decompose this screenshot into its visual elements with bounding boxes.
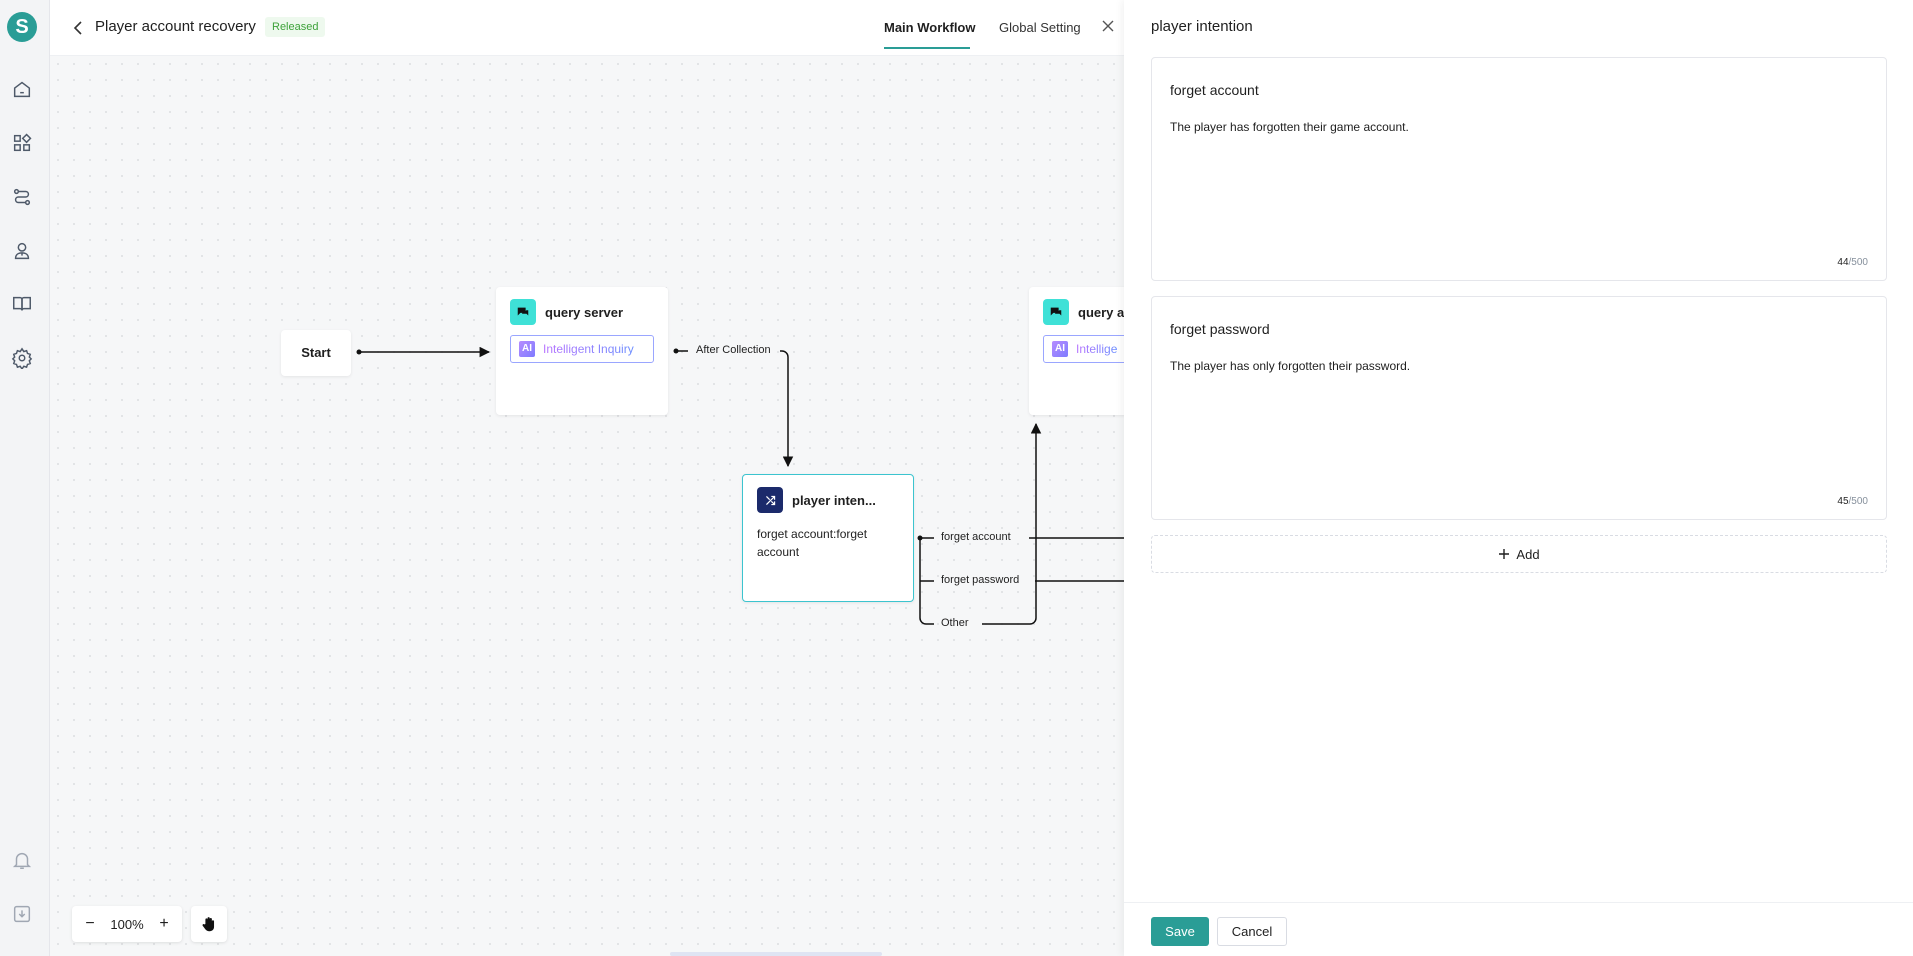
page-title: Player account recovery: [95, 18, 256, 35]
tag-label: Intellige: [1076, 342, 1118, 356]
close-icon[interactable]: [1100, 18, 1116, 34]
intent-name[interactable]: forget password: [1170, 321, 1270, 337]
add-intent-button[interactable]: Add: [1151, 535, 1887, 573]
apps-icon[interactable]: [11, 132, 33, 154]
sidebar: S: [0, 0, 50, 956]
edge-label-other: Other: [939, 617, 971, 629]
zoom-level: 100%: [110, 916, 144, 932]
edge-label-forget-account: forget account: [939, 531, 1013, 543]
chat-icon: [1043, 299, 1069, 325]
bell-icon[interactable]: [11, 849, 33, 871]
branch-icon: [757, 487, 783, 513]
workflow-icon[interactable]: [11, 186, 33, 208]
agent-icon[interactable]: [11, 240, 33, 262]
intelligent-inquiry-tag: AI Intelligent Inquiry: [510, 335, 654, 363]
intelligent-inquiry-tag: AI Intellige: [1043, 335, 1124, 363]
intent-drawer: player intention forget account The play…: [1124, 0, 1913, 956]
intent-card[interactable]: forget account The player has forgotten …: [1151, 57, 1887, 281]
query-a-node[interactable]: query a AI Intellige: [1029, 287, 1124, 415]
char-counter: 44/500: [1837, 257, 1868, 268]
save-button[interactable]: Save: [1151, 917, 1209, 946]
home-icon[interactable]: [11, 78, 33, 100]
chat-icon: [510, 299, 536, 325]
plus-icon: [1499, 549, 1510, 559]
download-icon[interactable]: [11, 903, 33, 925]
intent-card[interactable]: forget password The player has only forg…: [1151, 296, 1887, 520]
drawer-footer: Save Cancel: [1124, 902, 1913, 956]
edge-label-forget-password: forget password: [939, 574, 1022, 586]
zoom-control: − 100% +: [72, 906, 182, 942]
tag-label: Intelligent Inquiry: [543, 342, 634, 356]
node-title: query server: [545, 304, 624, 320]
intent-description[interactable]: The player has only forgotten their pass…: [1170, 359, 1411, 373]
top-header: Player account recovery Released Main Wo…: [50, 0, 1124, 56]
char-counter: 45/500: [1837, 496, 1868, 507]
workflow-edges: [356, 346, 1124, 625]
node-description: forget account:forget account: [757, 527, 868, 559]
drawer-title: player intention: [1151, 18, 1253, 35]
node-title: player inten...: [792, 492, 876, 508]
edge-label-after-collection: After Collection: [694, 344, 773, 356]
cancel-button[interactable]: Cancel: [1217, 917, 1287, 946]
intent-description[interactable]: The player has forgotten their game acco…: [1170, 120, 1409, 134]
horizontal-scrollbar[interactable]: [670, 952, 882, 956]
zoom-in-button[interactable]: +: [159, 915, 169, 932]
add-label: Add: [1516, 546, 1540, 562]
pan-hand-icon[interactable]: [191, 906, 227, 942]
active-tab-indicator: [884, 47, 970, 49]
start-node[interactable]: Start: [281, 330, 351, 376]
workflow-canvas[interactable]: Start query server AI Intelligent Inquir…: [50, 56, 1124, 956]
gear-icon[interactable]: [11, 347, 33, 371]
zoom-out-button[interactable]: −: [85, 915, 95, 932]
player-intention-node[interactable]: player inten... forget account:forget ac…: [742, 474, 914, 602]
node-title: query a: [1078, 304, 1124, 320]
query-server-node[interactable]: query server AI Intelligent Inquiry: [496, 287, 668, 415]
status-badge: Released: [265, 17, 326, 37]
ai-icon: AI: [1052, 341, 1068, 357]
back-arrow-icon[interactable]: [70, 19, 88, 37]
book-icon[interactable]: [11, 293, 33, 315]
tab-global-setting[interactable]: Global Setting: [999, 20, 1081, 35]
intent-name[interactable]: forget account: [1170, 82, 1259, 98]
tab-main-workflow[interactable]: Main Workflow: [884, 20, 976, 35]
app-logo[interactable]: S: [7, 12, 37, 42]
ai-icon: AI: [519, 341, 535, 357]
